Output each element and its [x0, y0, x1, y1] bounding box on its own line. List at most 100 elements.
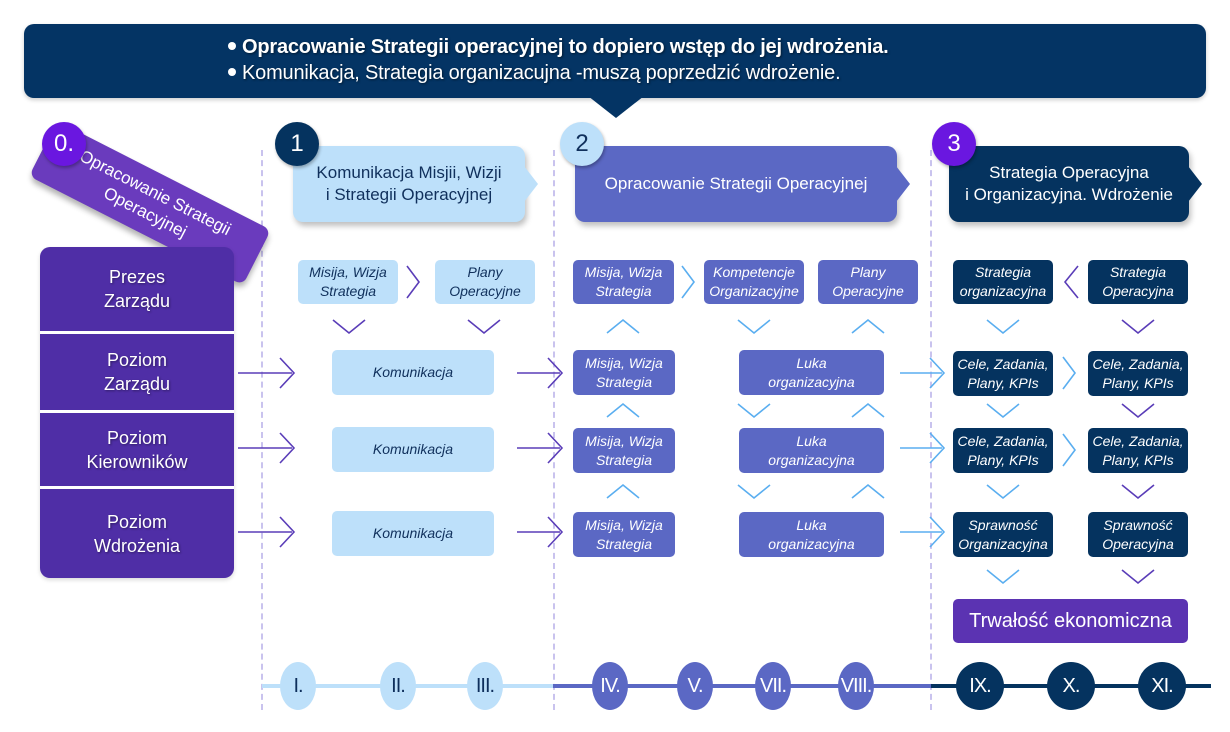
- timeline-step: V.: [677, 662, 713, 710]
- box-text: Plany, KPIs: [967, 374, 1039, 391]
- chevron-down-icon: [1121, 484, 1155, 500]
- box-text: Operacyjne: [449, 283, 521, 299]
- box-text: Plany, KPIs: [967, 451, 1039, 468]
- box-text: Plany: [467, 264, 503, 280]
- stage-1-title: i Strategii Operacyjnej: [325, 185, 493, 204]
- timeline-step: I.: [280, 662, 316, 710]
- chevron-right-icon: [1062, 356, 1076, 390]
- box-text: Strategia: [595, 535, 653, 552]
- box-text: Cele, Zadania,: [957, 355, 1049, 372]
- chevron-up-icon: [606, 318, 640, 334]
- chevron-up-icon: [851, 402, 885, 418]
- box-text: Organizacyjna: [958, 535, 1048, 552]
- level-label: Wdrożenia: [93, 535, 181, 556]
- box-komunikacja-2: Komunikacja: [332, 427, 494, 472]
- box-cele-zadania: Cele, Zadania,Plany, KPIs: [1088, 351, 1188, 396]
- box-text: Luka: [796, 516, 827, 533]
- box-text: Luka: [796, 354, 827, 371]
- level-label: Poziom: [106, 427, 167, 448]
- box-text: Strategia: [319, 283, 377, 299]
- box-text: Strategia: [595, 451, 653, 468]
- box-text: Operacyjna: [1102, 283, 1174, 299]
- timeline-step: X.: [1047, 662, 1095, 710]
- chevron-up-icon: [851, 483, 885, 499]
- arrow-right-icon: [517, 432, 564, 464]
- timeline-step: IV.: [592, 662, 628, 710]
- stage-0-title: Opracowanie Strategii Operacyjnej: [76, 146, 235, 242]
- box-cele-zadania: Cele, Zadania, Plany, KPIs: [953, 351, 1053, 396]
- box-text: Misija, Wizja: [585, 516, 663, 533]
- chevron-down-icon: [986, 319, 1020, 335]
- box-text: Operacyjna: [1102, 535, 1174, 552]
- box-text: organizacyjna: [768, 535, 855, 552]
- box-text: Plany: [850, 264, 886, 280]
- chevron-down-icon: [986, 569, 1020, 585]
- level-label: Poziom: [106, 350, 167, 370]
- stage-2-number: 2: [560, 122, 604, 166]
- stage-1-number: 1: [275, 122, 319, 166]
- box-text: Plany, KPIs: [1102, 451, 1174, 468]
- level-label: Kierowników: [86, 451, 188, 472]
- level-divider: [40, 486, 234, 489]
- banner-pointer: [588, 96, 644, 118]
- box-cele-zadania: Cele, Zadania, Plany, KPIs: [1088, 428, 1188, 473]
- box-text: Luka: [796, 432, 827, 449]
- banner-text-1: Opracowanie Strategii operacyjnej to dop…: [242, 36, 889, 58]
- chevron-down-icon: [737, 319, 771, 335]
- box-text: organizacyjna: [959, 283, 1047, 299]
- box-luka-organizacyjna: Luka organizacyjna: [739, 512, 884, 557]
- chevron-up-icon: [851, 318, 885, 334]
- level-label: Zarządu: [103, 374, 171, 394]
- stage-1-tag-arrow: [524, 166, 538, 202]
- timeline-step: III.: [467, 662, 503, 710]
- box-text: Operacyjne: [832, 283, 904, 299]
- bullet-icon: [228, 41, 236, 50]
- stage-3-title: Strategia Operacyjna: [989, 163, 1149, 182]
- box-text: Strategia: [595, 373, 653, 390]
- timeline-phase-2-line: [553, 684, 931, 688]
- banner-line-1: Opracowanie Strategii operacyjnej to dop…: [228, 36, 889, 59]
- box-text: Organizacyjne: [709, 283, 799, 299]
- stage-2-tag: Opracowanie Strategii Operacyjnej: [575, 146, 897, 222]
- level-label: Zarządu: [103, 291, 171, 311]
- box-text: Strategia: [595, 283, 652, 299]
- box-text: Cele, Zadania,: [957, 432, 1049, 449]
- box-komunikacja-1: Komunikacja: [332, 350, 494, 395]
- chevron-up-icon: [606, 483, 640, 499]
- box-text: Cele, Zadania,: [1092, 432, 1184, 449]
- arrow-right-icon: [517, 516, 564, 548]
- chevron-down-icon: [332, 319, 366, 335]
- chevron-right-icon: [1062, 433, 1076, 467]
- box-text: Sprawność: [968, 516, 1038, 533]
- box-text: Misija, Wizja: [309, 264, 387, 280]
- box-luka-organizacyjna: Luka organizacyjna: [739, 428, 884, 473]
- chevron-left-icon: [1063, 265, 1079, 299]
- arrow-right-icon: [517, 357, 564, 389]
- separator-stage-2: [553, 150, 555, 710]
- box-text: Kompetencje: [713, 264, 795, 280]
- box-text: organizacyjna: [768, 451, 855, 468]
- summary-banner: [24, 24, 1206, 98]
- box-text: Plany, KPIs: [1102, 374, 1174, 391]
- chevron-down-icon: [1121, 569, 1155, 585]
- stage-2-tag-arrow: [896, 166, 910, 202]
- arrow-right-icon: [238, 432, 296, 464]
- arrow-right-icon: [238, 357, 296, 389]
- level-label: Prezes: [108, 267, 165, 287]
